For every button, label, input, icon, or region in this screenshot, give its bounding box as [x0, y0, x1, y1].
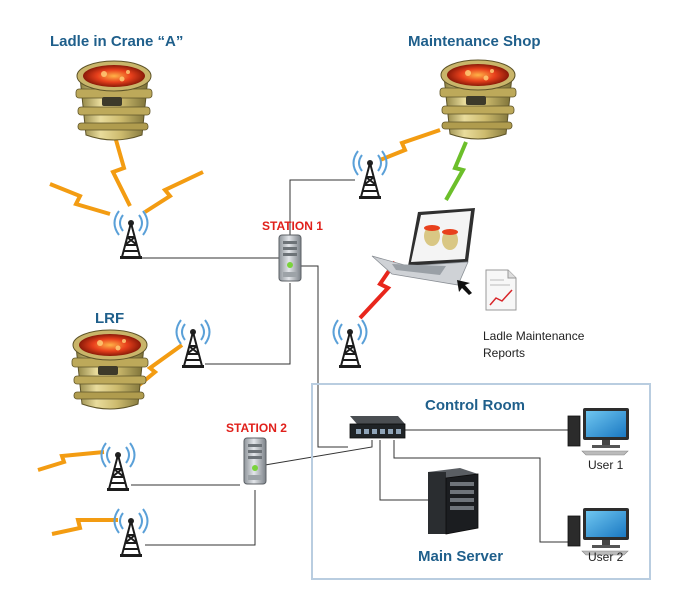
line-station1-to-shop-tower: [289, 179, 355, 240]
laptop-icon: [371, 208, 475, 286]
control-room-box: [311, 383, 651, 580]
report-document-icon: [485, 269, 517, 311]
signal-tower4-left: [51, 518, 118, 536]
line-station1-to-switch: [301, 265, 348, 448]
signal-crane-right: [143, 170, 204, 214]
line-switch-to-user2: [393, 440, 568, 543]
antenna-tower-lrf-icon: [175, 319, 211, 369]
label-control-room: Control Room: [425, 397, 525, 414]
ladle-lrf-icon: [71, 329, 149, 410]
label-report-line1: Ladle Maintenance: [483, 329, 585, 343]
line-station2-to-tower4: [145, 490, 256, 546]
label-report-line2: Reports: [483, 346, 526, 360]
station2-server-icon: [243, 437, 267, 485]
line-switch-to-server: [379, 440, 428, 501]
label-user2: User 2: [588, 550, 624, 564]
signal-crane-to-tower: [110, 139, 132, 207]
connection-lines: [131, 179, 568, 546]
antenna-tower-crane-icon: [113, 210, 149, 260]
signal-tower3-left: [37, 450, 105, 472]
antenna-tower-4-icon: [113, 508, 149, 558]
signal-bolts: [37, 128, 468, 536]
main-server-rack-icon: [428, 468, 479, 535]
signal-laptop-to-tower: [358, 260, 397, 320]
label-user1: User 1: [588, 458, 624, 472]
signal-shop-to-laptop: [444, 141, 468, 201]
antenna-tower-laptop-icon: [332, 319, 368, 369]
label-station1: STATION 1: [262, 219, 323, 233]
signal-lrf-to-tower: [136, 343, 184, 388]
signal-shop-to-tower: [379, 128, 441, 162]
label-main-server: Main Server: [418, 548, 504, 565]
label-ladle-crane: Ladle in Crane “A”: [50, 33, 184, 50]
network-switch-icon: [349, 416, 406, 439]
ladle-crane-icon: [75, 60, 153, 141]
antenna-tower-3-icon: [100, 442, 136, 492]
cursor-arrow-icon: [457, 280, 472, 295]
line-lrf-tower-to-station1: [205, 283, 291, 365]
line-station2-to-switch: [264, 440, 373, 466]
signal-crane-left: [49, 182, 111, 216]
label-station2: STATION 2: [226, 421, 287, 435]
label-maintenance-shop: Maintenance Shop: [408, 33, 541, 50]
label-lrf: LRF: [95, 310, 125, 327]
ladle-shop-icon: [439, 59, 517, 140]
station1-server-icon: [278, 234, 302, 282]
